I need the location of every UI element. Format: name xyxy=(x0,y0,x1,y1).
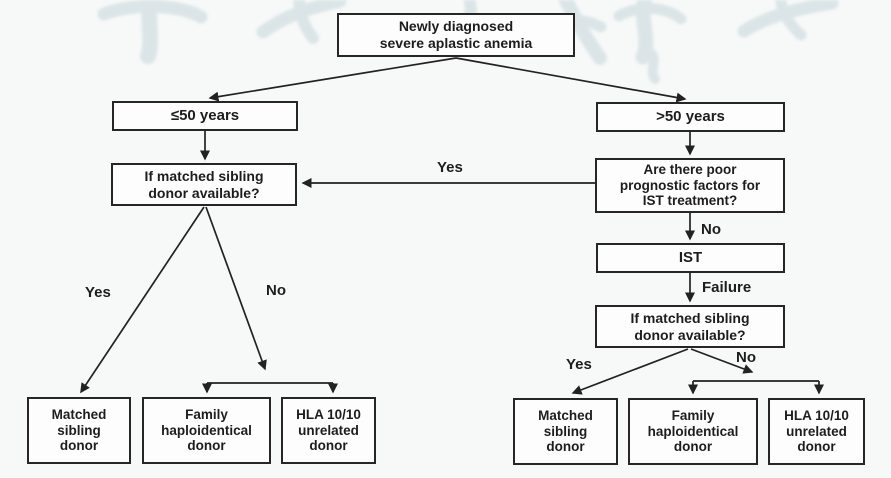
edge-label-no-left: No xyxy=(266,282,286,299)
node-ist: IST xyxy=(596,243,785,273)
node-matched-sibling-donor-right: Matched sibling donor xyxy=(513,398,618,465)
node-hla-unrelated-donor-right: HLA 10/10 unrelated donor xyxy=(768,398,865,465)
edge-label-no-right: No xyxy=(736,349,756,366)
node-msd-question-left: If matched sibling donor available? xyxy=(111,163,297,206)
edge-label-yes-left: Yes xyxy=(85,284,111,301)
edge-label-yes-right: Yes xyxy=(566,356,592,373)
node-matched-sibling-donor-left: Matched sibling donor xyxy=(27,397,131,464)
node-gt50-years: >50 years xyxy=(596,102,785,132)
node-family-haploidentical-donor-left: Family haploidentical donor xyxy=(142,397,271,464)
edge-label-failure: Failure xyxy=(702,279,752,296)
node-hla-unrelated-donor-left: HLA 10/10 unrelated donor xyxy=(281,397,376,464)
edge-label-no-to-ist: No xyxy=(701,221,721,238)
node-poor-prognostic-factors: Are there poor prognostic factors for IS… xyxy=(595,158,785,213)
node-family-haploidentical-donor-right: Family haploidentical donor xyxy=(628,398,758,465)
edge-label-yes-center: Yes xyxy=(437,159,463,176)
node-newly-diagnosed: Newly diagnosed severe aplastic anemia xyxy=(337,13,575,57)
node-msd-question-right: If matched sibling donor available? xyxy=(595,305,785,348)
node-le50-years: ≤50 years xyxy=(112,101,298,131)
